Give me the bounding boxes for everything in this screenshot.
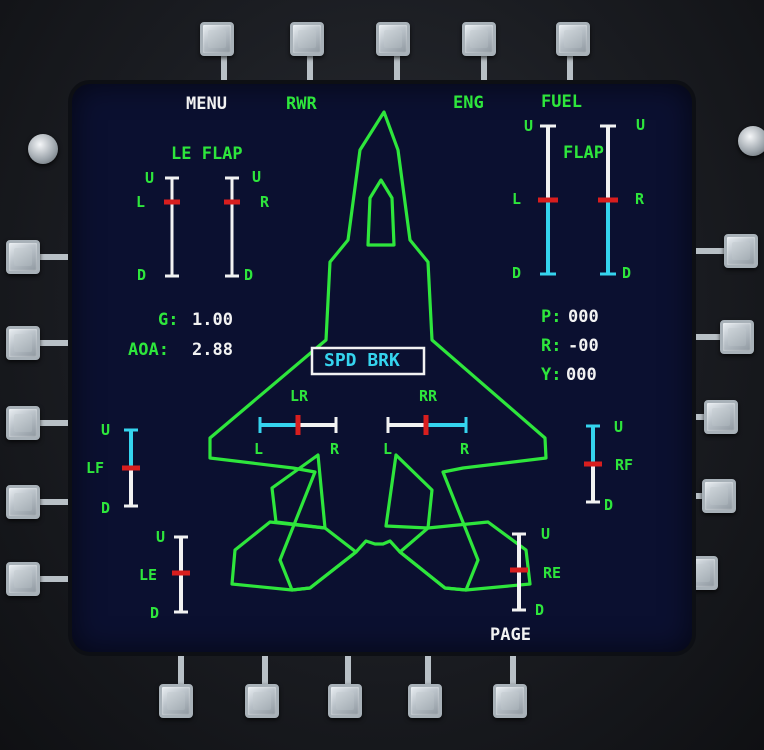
lr-rudder-gauge <box>258 415 338 435</box>
osb-left-1-button[interactable] <box>6 240 40 274</box>
pitch-value: 000 <box>568 307 599 327</box>
lf-down-label: D <box>101 499 111 517</box>
flap-left-label: L <box>512 190 522 208</box>
contrast-knob[interactable] <box>738 126 764 156</box>
flap-left-down-label: D <box>512 264 522 282</box>
eng-label[interactable]: ENG <box>453 93 484 113</box>
lf-up-label: U <box>101 421 111 439</box>
rf-gauge <box>584 424 602 504</box>
page-label[interactable]: PAGE <box>490 625 531 645</box>
le-flap-title: LE FLAP <box>171 144 243 164</box>
osb-top-5-fuel-button[interactable] <box>556 22 590 56</box>
lr-title: LR <box>290 387 309 405</box>
osb-stem <box>40 340 76 346</box>
rf-down-label: D <box>604 496 614 514</box>
osb-stem <box>307 55 313 85</box>
osb-stem <box>221 55 227 85</box>
osb-stem <box>345 648 351 686</box>
lr-right-label: R <box>330 440 340 458</box>
le-flap-right-down-label: D <box>244 266 254 284</box>
re-gauge <box>510 532 528 612</box>
aoa-label: AOA: <box>128 340 169 360</box>
lf-gauge <box>122 428 140 508</box>
osb-bottom-3-button[interactable] <box>328 684 362 718</box>
osb-stem <box>40 420 76 426</box>
osb-stem <box>262 648 268 686</box>
flap-right-up-label: U <box>636 116 646 134</box>
osb-stem <box>481 55 487 85</box>
osb-top-3-button[interactable] <box>376 22 410 56</box>
aircraft-outline <box>208 110 548 592</box>
osb-bottom-4-button[interactable] <box>408 684 442 718</box>
le-label: LE <box>139 566 158 584</box>
re-down-label: D <box>535 601 545 619</box>
osb-top-4-eng-button[interactable] <box>462 22 496 56</box>
speed-brake-label: SPD BRK <box>324 350 400 371</box>
g-label: G: <box>158 310 179 330</box>
rf-up-label: U <box>614 418 624 436</box>
speed-brake-box <box>310 346 426 376</box>
osb-stem <box>510 648 516 686</box>
lr-left-label: L <box>254 440 264 458</box>
le-flap-right-gauge <box>224 176 240 278</box>
osb-bottom-1-button[interactable] <box>159 684 193 718</box>
flap-title: FLAP <box>563 143 604 163</box>
flap-right-gauge <box>598 124 618 276</box>
osb-stem <box>394 55 400 85</box>
yaw-label: Y: <box>541 365 562 385</box>
rr-title: RR <box>419 387 438 405</box>
osb-stem <box>40 499 76 505</box>
osb-stem <box>686 248 726 254</box>
osb-right-1-button[interactable] <box>724 234 758 268</box>
osb-stem <box>40 576 76 582</box>
osb-left-5-button[interactable] <box>6 562 40 596</box>
osb-top-1-menu-button[interactable] <box>200 22 234 56</box>
brightness-knob[interactable] <box>28 134 58 164</box>
flap-left-up-label: U <box>524 117 534 135</box>
le-flap-left-gauge <box>164 176 180 278</box>
flap-right-down-label: D <box>622 264 632 282</box>
osb-bottom-2-button[interactable] <box>245 684 279 718</box>
osb-top-2-rwr-button[interactable] <box>290 22 324 56</box>
osb-right-3-button[interactable] <box>704 400 738 434</box>
osb-right-2-button[interactable] <box>720 320 754 354</box>
osb-bottom-5-page-button[interactable] <box>493 684 527 718</box>
le-flap-left-up-label: U <box>145 169 155 187</box>
osb-stem <box>567 55 573 85</box>
le-up-label: U <box>156 528 166 546</box>
menu-label[interactable]: MENU <box>186 94 227 114</box>
yaw-value: 000 <box>566 365 597 385</box>
fuel-label[interactable]: FUEL <box>541 92 582 112</box>
osb-stem <box>178 648 184 686</box>
flap-left-gauge <box>538 124 558 276</box>
le-flap-right-label: R <box>260 193 270 211</box>
rr-right-label: R <box>460 440 470 458</box>
roll-label: R: <box>541 336 562 356</box>
osb-stem <box>686 334 726 340</box>
le-down-label: D <box>150 604 160 622</box>
lf-label: LF <box>86 459 105 477</box>
rf-label: RF <box>615 456 634 474</box>
le-flap-left-label: L <box>136 193 146 211</box>
osb-right-4-button[interactable] <box>702 479 736 513</box>
g-value: 1.00 <box>192 310 233 330</box>
re-up-label: U <box>541 525 551 543</box>
aoa-value: 2.88 <box>192 340 233 360</box>
pitch-label: P: <box>541 307 562 327</box>
osb-stem <box>40 254 76 260</box>
osb-left-3-button[interactable] <box>6 406 40 440</box>
roll-value: -00 <box>568 336 599 356</box>
re-label: RE <box>543 564 562 582</box>
osb-left-4-button[interactable] <box>6 485 40 519</box>
rwr-label[interactable]: RWR <box>286 94 317 114</box>
flap-right-label: R <box>635 190 645 208</box>
osb-left-2-button[interactable] <box>6 326 40 360</box>
le-gauge <box>172 535 190 614</box>
osb-stem <box>425 648 431 686</box>
rr-rudder-gauge <box>386 415 468 435</box>
le-flap-right-up-label: U <box>252 168 262 186</box>
le-flap-left-down-label: D <box>137 266 147 284</box>
rr-left-label: L <box>383 440 393 458</box>
